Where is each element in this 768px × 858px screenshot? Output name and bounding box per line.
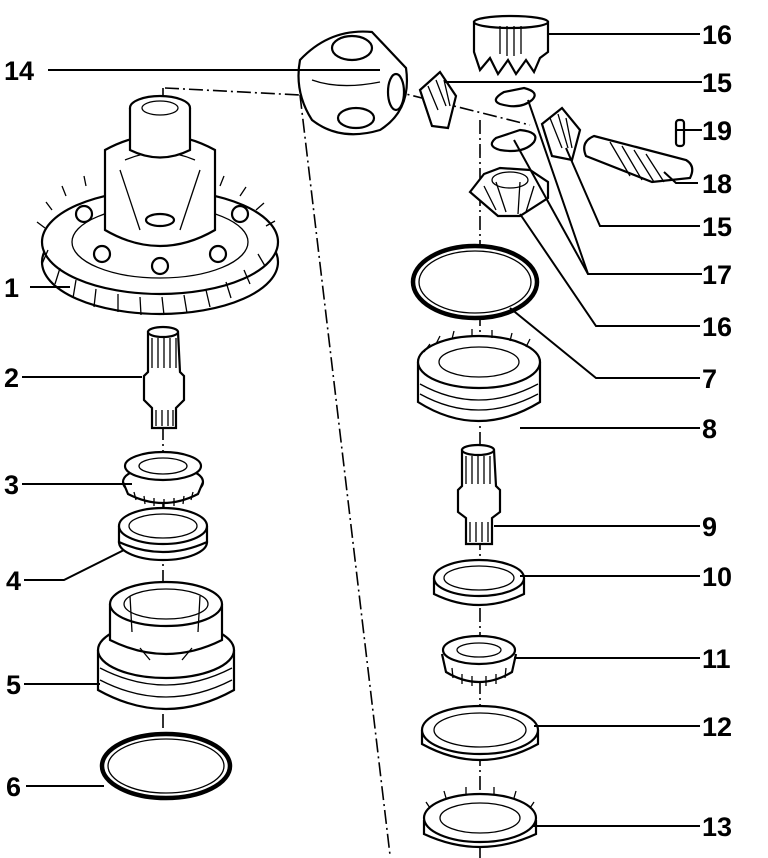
pinion-gear-upper — [418, 70, 458, 130]
differential-crown-wheel — [36, 94, 280, 316]
callout-9: 9 — [702, 512, 717, 542]
thrust-washers — [490, 86, 537, 153]
callout-3: 3 — [4, 470, 19, 500]
callout-2: 2 — [4, 363, 19, 393]
callout-7: 7 — [702, 364, 717, 394]
callout-1: 1 — [4, 273, 19, 303]
callout-4: 4 — [6, 566, 21, 596]
callout-13: 13 — [702, 812, 732, 842]
callout-5: 5 — [6, 670, 21, 700]
leader-4 — [24, 549, 125, 581]
callout-11: 11 — [702, 644, 731, 674]
callout-16-lower: 16 — [702, 312, 732, 342]
spacer-ring — [420, 704, 540, 762]
crown-wheel-teeth — [36, 170, 276, 316]
bearing-outer-race-right — [432, 558, 526, 607]
leader-16b — [519, 213, 700, 327]
leader-lines — [22, 33, 702, 827]
leader-7 — [509, 307, 700, 379]
side-gear-upper — [472, 14, 550, 77]
tapered-roller-bearing-right — [440, 634, 518, 686]
axis-pinion-link — [389, 89, 531, 126]
bearing-outer-race-left — [117, 506, 209, 562]
leader-15b — [565, 147, 700, 227]
o-ring-right — [410, 243, 540, 321]
callout-15-lower: 15 — [702, 212, 732, 242]
side-gear-lower — [468, 166, 550, 218]
leader-17-lower — [513, 139, 589, 275]
callout-6: 6 — [6, 772, 21, 802]
axis-diagonal — [299, 94, 391, 856]
o-ring-left — [99, 731, 233, 801]
threaded-lock-ring — [422, 787, 538, 848]
callout-8: 8 — [702, 414, 717, 444]
callout-12: 12 — [702, 712, 732, 742]
pinion-shaft — [583, 134, 694, 184]
leader-18 — [663, 171, 698, 184]
callout-16-upper: 16 — [702, 20, 732, 50]
callout-10: 10 — [702, 562, 732, 592]
differential-cross-body — [297, 30, 408, 136]
drive-flange-shaft-right — [456, 443, 502, 546]
axis-top-link — [164, 87, 301, 96]
drive-flange-shaft-left — [142, 325, 186, 430]
locking-pin — [674, 118, 686, 148]
callout-15-upper: 15 — [702, 68, 732, 98]
callout-labels: 1 2 3 4 5 6 7 8 9 10 11 12 13 14 15 15 1… — [4, 20, 732, 842]
callout-18: 18 — [702, 169, 732, 199]
callout-19: 19 — [702, 116, 732, 146]
callout-14: 14 — [4, 56, 34, 86]
adjusting-ring-right — [416, 329, 542, 423]
pinion-gear-lower — [540, 106, 582, 162]
adjusting-ring-left — [96, 580, 236, 710]
callout-17: 17 — [702, 260, 732, 290]
tapered-roller-bearing-left — [121, 450, 205, 507]
